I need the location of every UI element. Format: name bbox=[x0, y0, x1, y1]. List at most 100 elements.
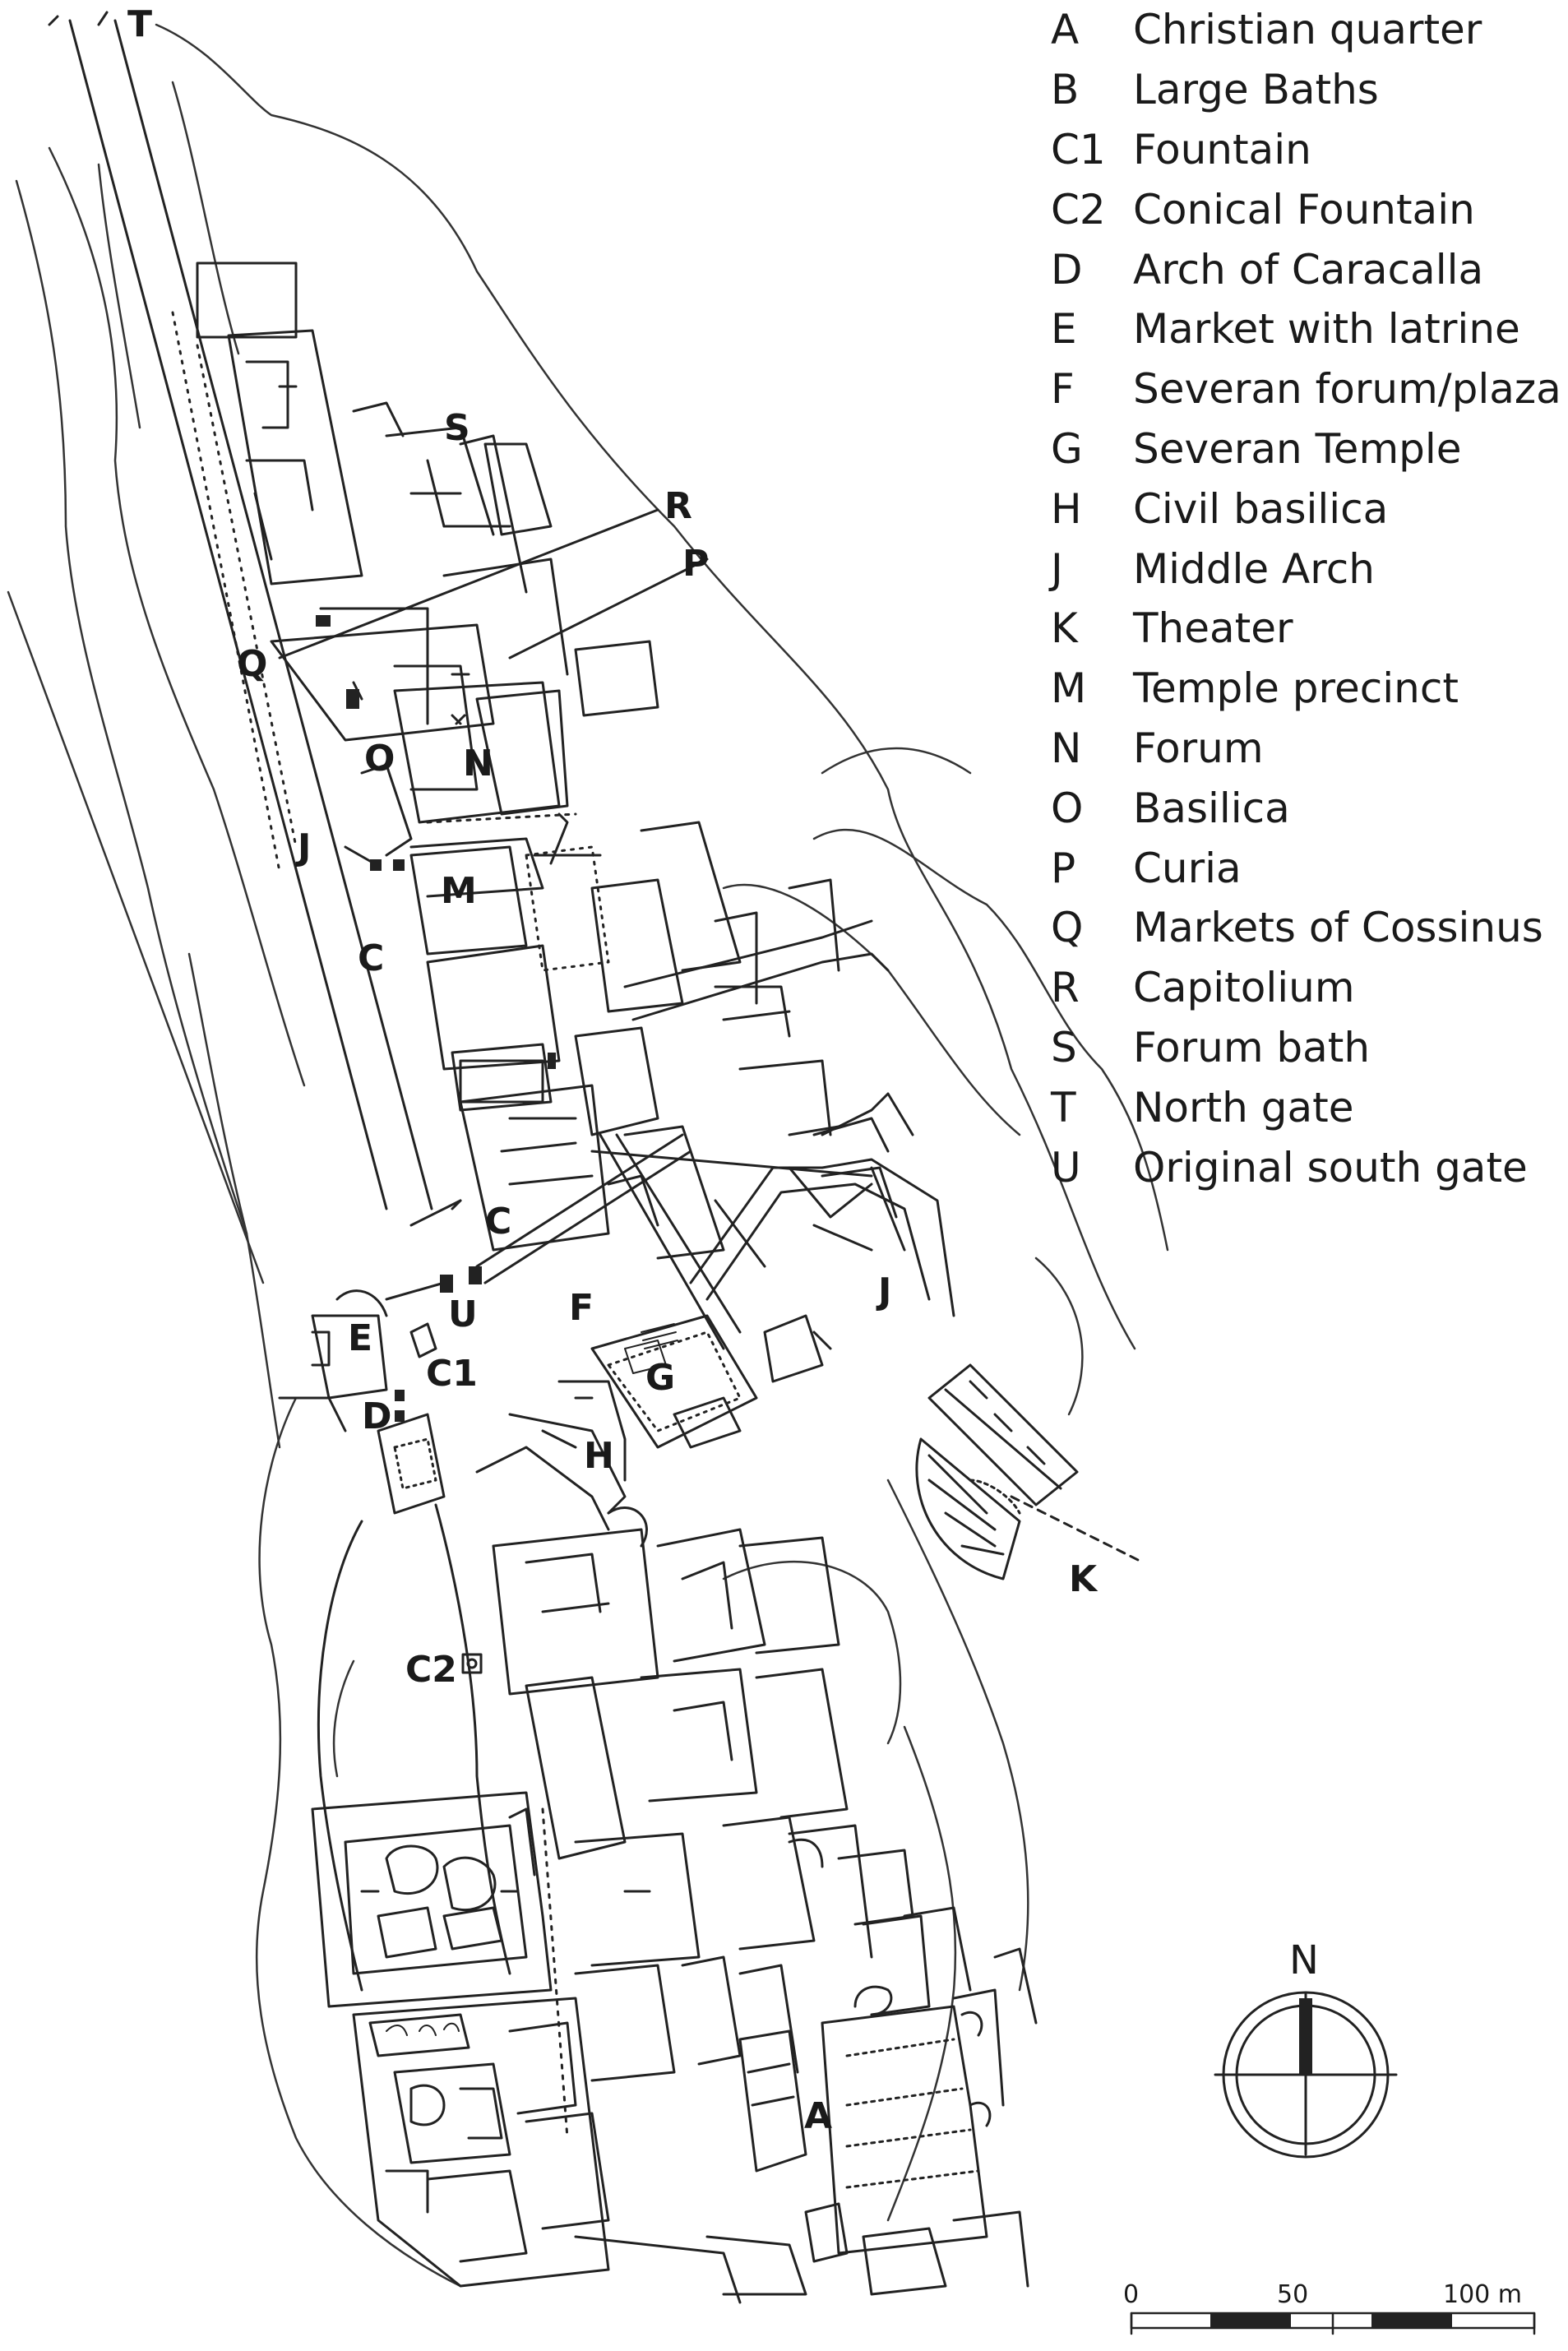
legend-item-b: B Large Baths bbox=[1051, 60, 1568, 120]
legend-label: Large Baths bbox=[1133, 66, 1379, 114]
legend-key: T bbox=[1051, 1083, 1076, 1132]
map-label-o: O bbox=[364, 738, 395, 780]
legend-label: Temple precinct bbox=[1133, 664, 1459, 713]
map-label-c-upper: C bbox=[358, 937, 384, 979]
contour-lines bbox=[7, 23, 1169, 2288]
legend-key: C1 bbox=[1051, 125, 1106, 174]
legend-label: Conical Fountain bbox=[1133, 185, 1475, 234]
legend-item-e: E Market with latrine bbox=[1051, 299, 1568, 359]
scale-label-0: 0 bbox=[1123, 2280, 1139, 2309]
legend-key: H bbox=[1051, 484, 1082, 533]
legend-label: Basilica bbox=[1133, 784, 1290, 832]
map-label-q: Q bbox=[237, 643, 267, 685]
market-latrine bbox=[278, 1281, 511, 1992]
map-label-c2: C2 bbox=[405, 1649, 457, 1691]
legend-key: U bbox=[1051, 1143, 1081, 1192]
legend-label: Christian quarter bbox=[1133, 6, 1482, 54]
map-label-c-lower: C bbox=[485, 1201, 511, 1243]
legend-item-t: T North gate bbox=[1051, 1077, 1568, 1137]
southwest-complex bbox=[352, 1997, 742, 2304]
legend-item-d: D Arch of Caracalla bbox=[1051, 239, 1568, 299]
legend-key: J bbox=[1051, 544, 1063, 593]
legend-item-h: H Civil basilica bbox=[1051, 479, 1568, 539]
map-label-n: N bbox=[463, 743, 493, 784]
legend-item-k: K Theater bbox=[1051, 599, 1568, 659]
legend-key: C2 bbox=[1051, 185, 1106, 234]
north-blocks bbox=[196, 261, 659, 898]
map-legend: A Christian quarter B Large Baths C1 Founta… bbox=[1051, 0, 1568, 1197]
legend-item-g: G Severan Temple bbox=[1051, 419, 1568, 479]
legend-key: K bbox=[1051, 604, 1078, 653]
map-label-u: U bbox=[448, 1294, 478, 1335]
legend-key: G bbox=[1051, 424, 1083, 473]
legend-label: Middle Arch bbox=[1133, 544, 1375, 593]
legend-label: Curia bbox=[1133, 844, 1242, 892]
legend-item-j: J Middle Arch bbox=[1051, 539, 1568, 599]
map-label-s: S bbox=[444, 407, 470, 449]
large-baths bbox=[311, 1791, 569, 2140]
legend-label: Markets of Cossinus bbox=[1133, 904, 1543, 952]
map-label-c1: C1 bbox=[426, 1353, 478, 1395]
legend-key: S bbox=[1051, 1023, 1077, 1071]
legend-item-c1: C1 Fountain bbox=[1051, 120, 1568, 180]
legend-key: N bbox=[1051, 724, 1082, 772]
east-blocks bbox=[714, 878, 898, 1219]
roads bbox=[409, 1092, 955, 1350]
christian-quarter bbox=[705, 1906, 1038, 2296]
scale-bar bbox=[1130, 2312, 1536, 2335]
legend-label: North gate bbox=[1133, 1083, 1354, 1132]
legend-key: R bbox=[1051, 964, 1080, 1012]
main-street bbox=[48, 11, 433, 1210]
legend-label: Forum bbox=[1133, 724, 1264, 772]
legend-key: M bbox=[1051, 664, 1087, 713]
scale-label-100: 100 m bbox=[1443, 2280, 1522, 2309]
map-label-f: F bbox=[569, 1287, 594, 1329]
conical-fountain bbox=[461, 1653, 483, 1674]
legend-key: O bbox=[1051, 784, 1084, 832]
map-label-j-east: J bbox=[876, 1270, 891, 1312]
theater bbox=[915, 1363, 1145, 1580]
legend-item-p: P Curia bbox=[1051, 838, 1568, 898]
legend-label: Severan Temple bbox=[1133, 424, 1462, 473]
legend-label: Civil basilica bbox=[1133, 484, 1389, 533]
legend-item-n: N Forum bbox=[1051, 719, 1568, 779]
scale-labels: 0 50 100 m bbox=[1123, 2280, 1522, 2309]
southern-insulae bbox=[492, 1528, 931, 2082]
map-label-r: R bbox=[664, 485, 692, 527]
legend-item-s: S Forum bath bbox=[1051, 1018, 1568, 1078]
legend-key: D bbox=[1051, 245, 1083, 294]
map-label-k: K bbox=[1069, 1558, 1099, 1600]
map-label-j-middle-arch: J bbox=[295, 826, 311, 868]
map-label-g: G bbox=[645, 1357, 675, 1399]
legend-key: A bbox=[1051, 6, 1080, 54]
legend-key: P bbox=[1051, 844, 1076, 892]
map-label-t: T bbox=[127, 3, 152, 45]
legend-label: Fountain bbox=[1133, 125, 1311, 174]
legend-label: Arch of Caracalla bbox=[1133, 245, 1484, 294]
legend-key: F bbox=[1051, 365, 1075, 414]
central-blocks bbox=[409, 821, 890, 1260]
legend-item-a: A Christian quarter bbox=[1051, 0, 1568, 60]
legend-key: E bbox=[1051, 305, 1077, 354]
leader-lines bbox=[278, 508, 709, 865]
map-label-a: A bbox=[804, 2095, 832, 2137]
legend-item-o: O Basilica bbox=[1051, 778, 1568, 838]
map-label-p: P bbox=[682, 543, 709, 585]
map-labels: T S R P Q O N J M C C U F J E C1 G D H K… bbox=[127, 3, 1099, 2137]
legend-label: Market with latrine bbox=[1133, 305, 1520, 354]
legend-item-m: M Temple precinct bbox=[1051, 659, 1568, 719]
compass-icon bbox=[1214, 1991, 1398, 2159]
legend-label: Forum bath bbox=[1133, 1023, 1371, 1071]
legend-item-u: U Original south gate bbox=[1051, 1137, 1568, 1197]
scale-label-50: 50 bbox=[1277, 2280, 1308, 2309]
legend-key: B bbox=[1051, 66, 1080, 114]
forum-area bbox=[360, 681, 577, 857]
legend-label: Theater bbox=[1133, 604, 1293, 653]
legend-item-c2: C2 Conical Fountain bbox=[1051, 179, 1568, 239]
legend-label: Original south gate bbox=[1133, 1143, 1528, 1192]
legend-label: Severan forum/plaza bbox=[1133, 365, 1561, 414]
map-label-h: H bbox=[584, 1435, 614, 1477]
